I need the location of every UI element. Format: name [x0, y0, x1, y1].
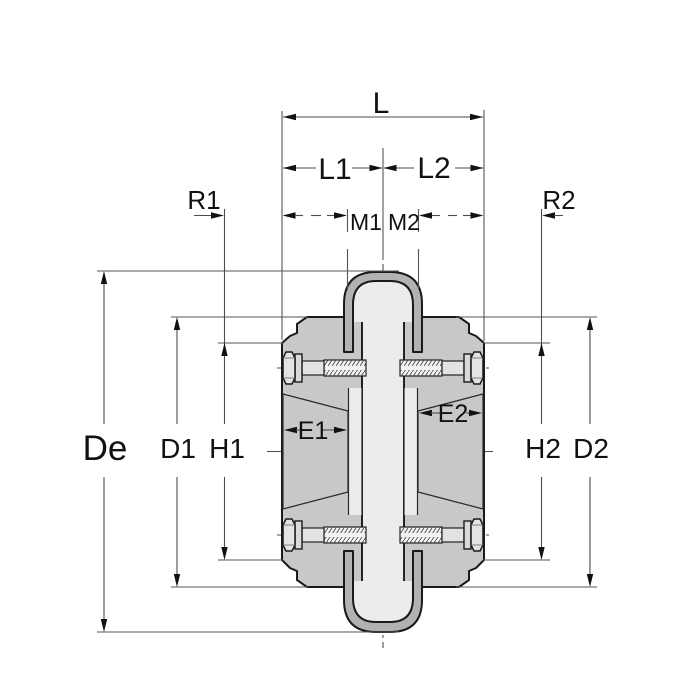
dim-label-m1: M1 [350, 209, 382, 235]
dim-label-r2: R2 [542, 185, 575, 215]
dim-label-d1: D1 [160, 433, 196, 464]
dim-label-l1: L1 [318, 153, 351, 186]
bolt-top-right [399, 351, 484, 385]
bolt-head [282, 351, 296, 385]
de-arrow-up [100, 271, 108, 284]
l1-arrow-right [369, 164, 383, 172]
h2-arrow-down [538, 547, 545, 560]
thread-hatch-bottom [324, 370, 366, 376]
d2-arrow-up [586, 317, 594, 330]
dim-label-l: L [373, 87, 390, 120]
dim-label-l2: L2 [417, 152, 450, 185]
dim-label-e1: E1 [298, 417, 329, 445]
coupling-body [281, 271, 485, 633]
bolt-washer [294, 353, 303, 383]
bottom-tire-cavity [353, 581, 413, 622]
bolt-bottom-right [399, 518, 484, 552]
bolt-top-left [282, 351, 367, 385]
dim-label-de: De [83, 429, 128, 468]
r1-arrow [211, 212, 224, 219]
extension-lines [97, 110, 597, 633]
e1-arrow-left [284, 426, 297, 434]
d2-arrow-down [586, 574, 594, 587]
bolts [282, 351, 484, 552]
l2-arrow-right [470, 164, 484, 172]
tire-top [343, 271, 423, 353]
left-bore-strip [349, 388, 362, 515]
dim-label-e2: E2 [438, 400, 469, 428]
bolt-washer [463, 353, 472, 383]
dim-label-h1: H1 [209, 433, 245, 464]
thread-hatch-bottom [400, 537, 442, 543]
h1-arrow-up [221, 343, 228, 356]
bolt-shank [301, 527, 325, 543]
bolt-head [282, 518, 296, 552]
e2-arrow-left [419, 409, 432, 417]
bolt-shank [301, 360, 325, 376]
right-bore-strip [404, 388, 418, 515]
bolt-bottom-left [282, 518, 367, 552]
d1-arrow-up [173, 317, 181, 330]
h2-arrow-up [538, 343, 545, 356]
bolt-shank [441, 360, 465, 376]
dimension-lines [100, 113, 594, 632]
dim-label-h2: H2 [525, 433, 561, 464]
d1-arrow-down [173, 574, 181, 587]
bolt-head [470, 518, 484, 552]
bolt-shank [441, 527, 465, 543]
r1-outside-arrow [282, 212, 296, 219]
dim-label-d2: D2 [573, 433, 609, 464]
tire-bottom [343, 550, 423, 633]
de-arrow-down [100, 619, 108, 632]
l2-arrow-left [383, 164, 397, 172]
l-arrow-left [283, 113, 296, 121]
top-tire-cavity [353, 281, 413, 322]
h1-arrow-down [221, 547, 228, 560]
dim-label-m2: M2 [388, 209, 420, 235]
r2-outside-arrow [470, 212, 484, 219]
bolt-washer [294, 520, 303, 550]
e2-arrow-right [469, 409, 482, 417]
bolt-head [470, 351, 484, 385]
l-arrow-right [470, 113, 483, 121]
m2-arrow [419, 212, 432, 219]
dim-label-r1: R1 [187, 185, 220, 215]
thread-hatch-bottom [324, 537, 366, 543]
m1-arrow [334, 212, 347, 219]
thread-hatch-top [400, 360, 442, 366]
e1-arrow-right [334, 426, 347, 434]
thread-hatch-top [400, 527, 442, 533]
thread-hatch-bottom [400, 370, 442, 376]
l1-arrow-left [283, 164, 296, 172]
r2-arrow [542, 212, 555, 219]
center-gap [362, 318, 404, 584]
dimension-labels: L L1 L2 M1 M2 R1 R2 De D1 H1 H2 D2 E1 E2 [83, 87, 609, 468]
thread-hatch-top [324, 360, 366, 366]
thread-hatch-top [324, 527, 366, 533]
bolt-washer [463, 520, 472, 550]
